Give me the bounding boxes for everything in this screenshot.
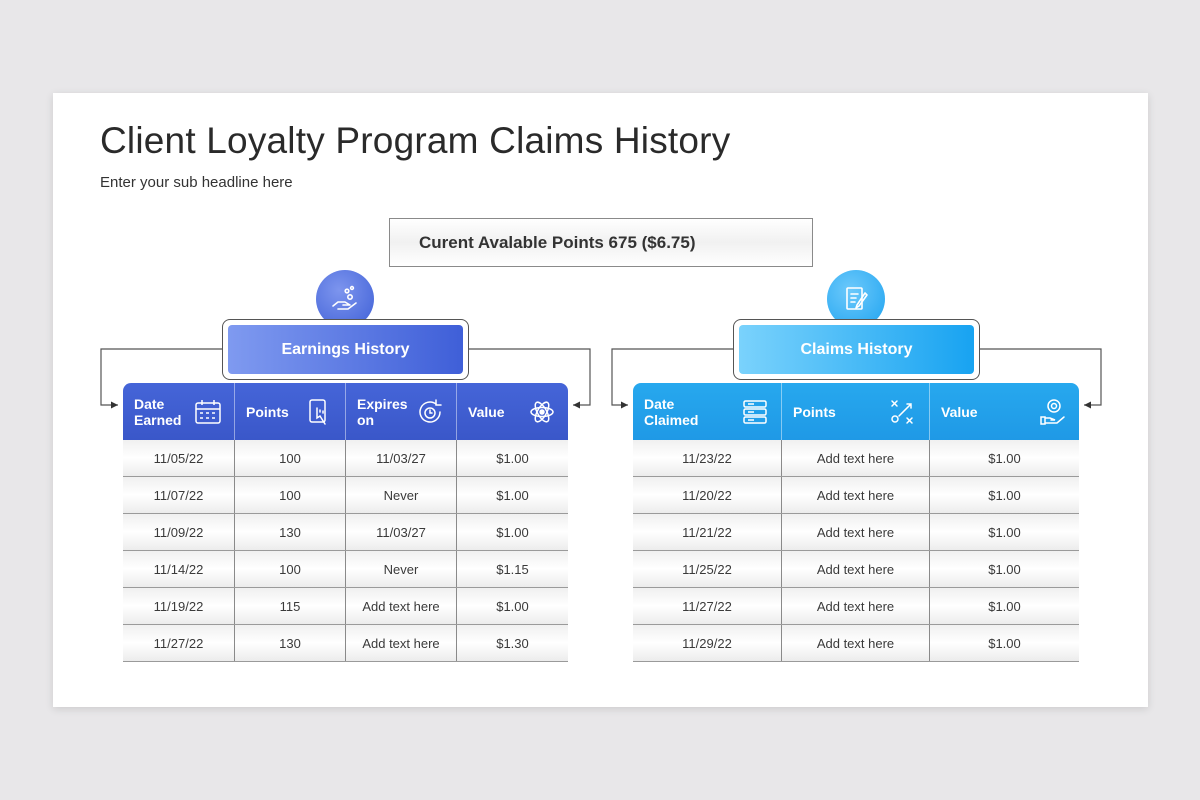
table-cell: 11/27/22 — [633, 588, 782, 624]
col-date-claimed: Date Claimed — [633, 383, 782, 440]
earnings-table: Date Earned Points Expires on Value — [123, 383, 568, 665]
touch-phone-icon — [309, 399, 326, 425]
clock-refresh-icon — [419, 399, 442, 423]
table-cell: 11/29/22 — [633, 625, 782, 661]
col-date-earned: Date Earned — [123, 383, 235, 440]
table-cell: $1.30 — [496, 635, 529, 651]
table-cell: Add text here — [346, 588, 457, 624]
col-points: Points — [782, 383, 930, 440]
table-cell: $1.00 — [496, 524, 529, 540]
table-cell: Add text here — [782, 477, 930, 513]
table-cell: 11/20/22 — [633, 477, 782, 513]
table-cell: 11/03/27 — [346, 440, 457, 476]
col-value: Value — [457, 383, 568, 440]
table-cell: 11/27/22 — [123, 625, 235, 661]
table-cell: 11/23/22 — [633, 440, 782, 476]
table-cell: 11/09/22 — [123, 514, 235, 550]
document-pen-icon — [827, 270, 885, 328]
earnings-history-header: Earnings History — [222, 319, 469, 380]
table-cell: Add text here — [782, 514, 930, 550]
table-cell: $1.00 — [496, 450, 529, 466]
col-label: Points — [793, 403, 836, 420]
strategy-play-icon — [891, 400, 913, 424]
table-cell: $1.00 — [988, 487, 1021, 503]
table-cell: $1.00 — [988, 561, 1021, 577]
claims-history-header: Claims History — [733, 319, 980, 380]
col-label: Points — [246, 403, 289, 420]
earnings-history-button[interactable]: Earnings History — [228, 325, 463, 374]
table-cell: 11/14/22 — [123, 551, 235, 587]
table-cell: $1.00 — [988, 450, 1021, 466]
earnings-table-header: Date Earned Points Expires on Value — [123, 383, 568, 440]
page-subtitle: Enter your sub headline here — [100, 174, 293, 191]
table-cell: 100 — [235, 477, 346, 513]
table-cell: 130 — [235, 625, 346, 661]
server-stack-icon — [743, 400, 767, 424]
atom-icon — [530, 401, 554, 423]
table-cell: $1.00 — [988, 635, 1021, 651]
table-cell: 130 — [235, 514, 346, 550]
table-cell: 11/19/22 — [123, 588, 235, 624]
col-label: Expires on — [357, 395, 408, 428]
table-cell: 100 — [235, 440, 346, 476]
table-cell: Never — [346, 551, 457, 587]
col-label: Date Claimed — [644, 395, 699, 428]
table-cell: 11/07/22 — [123, 477, 235, 513]
table-cell: 11/25/22 — [633, 551, 782, 587]
table-cell: Add text here — [346, 625, 457, 661]
table-cell: $1.00 — [988, 524, 1021, 540]
table-cell: Add text here — [782, 551, 930, 587]
table-cell: Add text here — [782, 588, 930, 624]
table-cell: 11/21/22 — [633, 514, 782, 550]
hand-coin-icon — [1040, 399, 1065, 425]
calendar-icon — [195, 400, 221, 424]
table-cell: 100 — [235, 551, 346, 587]
table-cell: $1.15 — [496, 561, 529, 577]
table-cell: $1.00 — [988, 598, 1021, 614]
claims-history-button[interactable]: Claims History — [739, 325, 974, 374]
claims-table-header: Date Claimed Points Value — [633, 383, 1079, 440]
table-cell: 11/03/27 — [346, 514, 457, 550]
col-points: Points — [235, 383, 346, 440]
table-cell: $1.00 — [496, 598, 529, 614]
table-cell: Never — [346, 477, 457, 513]
page-title: Client Loyalty Program Claims History — [100, 120, 731, 161]
table-cell: $1.00 — [496, 487, 529, 503]
col-expires-on: Expires on — [346, 383, 457, 440]
col-label: Value — [468, 403, 505, 420]
table-cell: 115 — [235, 588, 346, 624]
col-value: Value — [930, 383, 1079, 440]
points-banner: Curent Avalable Points 675 ($6.75) — [389, 218, 813, 267]
hand-coins-icon — [316, 270, 374, 328]
table-cell: Add text here — [782, 625, 930, 661]
col-label: Date Earned — [134, 395, 182, 428]
table-cell: Add text here — [782, 440, 930, 476]
col-label: Value — [941, 403, 978, 420]
table-cell: 11/05/22 — [123, 440, 235, 476]
